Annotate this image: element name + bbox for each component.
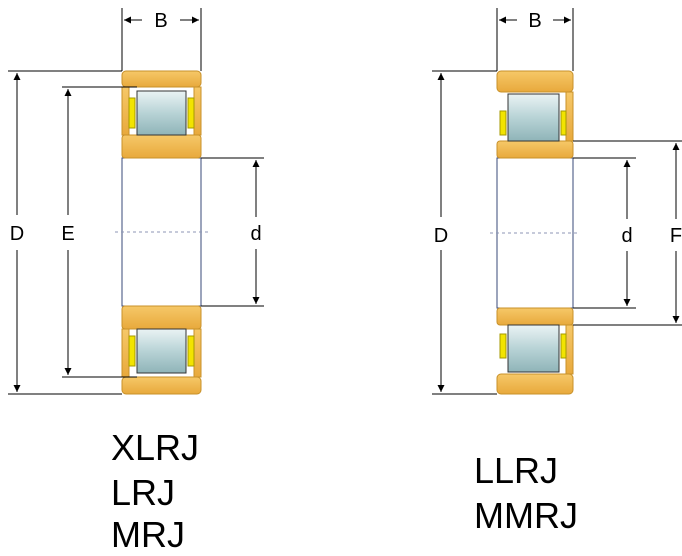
right-top-cage-right bbox=[560, 110, 567, 136]
left-top-flange-right bbox=[193, 86, 202, 136]
right-top-cage-left bbox=[499, 110, 507, 136]
left-top-roller bbox=[136, 90, 187, 136]
left-bottom-flange-right bbox=[193, 328, 202, 378]
left-bottom-flange bbox=[121, 328, 130, 378]
left-top-cage-right bbox=[187, 97, 195, 129]
left-bottom-outer-ring bbox=[121, 376, 202, 395]
left-bottom-cage-right bbox=[187, 335, 195, 367]
right-label-b: B bbox=[528, 10, 541, 32]
right-dim-bore: d bbox=[573, 157, 636, 309]
left-dim-d: D bbox=[8, 70, 122, 395]
left-top-outer-ring bbox=[121, 70, 202, 88]
right-dim-d: D bbox=[432, 70, 497, 395]
right-dim-f: F bbox=[573, 140, 682, 326]
left-top-inner-ring bbox=[121, 134, 202, 159]
right-series-label-2: MMRJ bbox=[474, 495, 578, 536]
right-top-outer-ring bbox=[496, 70, 574, 93]
left-label-b: B bbox=[154, 10, 167, 32]
left-label-d: D bbox=[10, 223, 24, 245]
left-dim-b: B bbox=[121, 8, 202, 71]
right-label-f: F bbox=[670, 225, 682, 247]
right-top-roller bbox=[507, 93, 560, 142]
right-bottom-cage-right bbox=[560, 333, 567, 359]
left-series-label-3: MRJ bbox=[111, 514, 185, 555]
right-label-d: D bbox=[434, 225, 448, 247]
left-label-bore: d bbox=[250, 223, 261, 245]
left-bearing: B D E d bbox=[8, 8, 264, 395]
left-series-label-1: XLRJ bbox=[111, 427, 200, 468]
right-dim-b: B bbox=[496, 8, 574, 71]
right-bottom-cage-left bbox=[499, 333, 507, 359]
left-bottom-cage-left bbox=[128, 335, 136, 367]
right-top-inner-ring bbox=[496, 140, 574, 159]
right-series-label-1: LLRJ bbox=[474, 450, 559, 491]
left-bottom-inner-ring bbox=[121, 305, 202, 330]
right-bottom-inner-ring bbox=[496, 307, 574, 326]
right-bottom-roller bbox=[507, 324, 560, 373]
left-dim-bore: d bbox=[201, 157, 264, 307]
right-bottom-section bbox=[496, 307, 574, 395]
left-label-e: E bbox=[61, 223, 74, 245]
left-top-flange bbox=[121, 86, 130, 136]
left-series-label-2: LRJ bbox=[111, 472, 176, 513]
left-bottom-roller bbox=[136, 328, 187, 374]
left-dim-e: E bbox=[61, 86, 137, 378]
right-bearing: B D d F bbox=[432, 8, 682, 395]
left-bottom-section bbox=[121, 305, 202, 395]
right-top-section bbox=[496, 70, 574, 159]
left-top-section bbox=[121, 70, 202, 159]
right-top-flange bbox=[565, 91, 574, 142]
right-label-bore: d bbox=[621, 225, 632, 247]
right-bottom-flange bbox=[565, 324, 574, 375]
right-bottom-outer-ring bbox=[496, 373, 574, 395]
left-top-cage-left bbox=[128, 97, 136, 129]
